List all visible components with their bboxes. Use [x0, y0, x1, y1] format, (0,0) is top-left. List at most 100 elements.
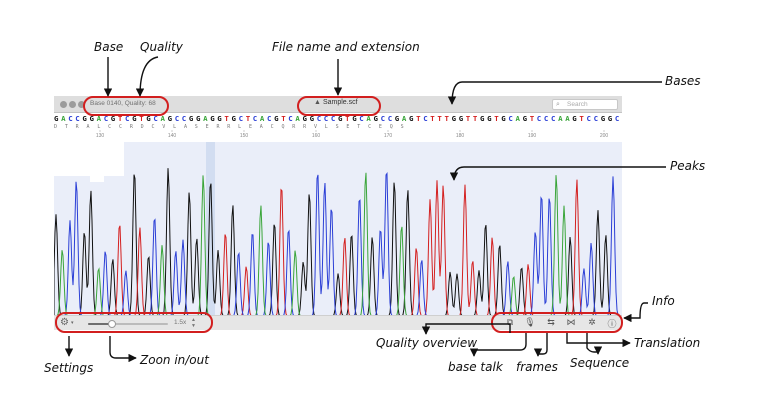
chevron-down-icon[interactable]: ▾: [71, 320, 74, 326]
base-letter[interactable]: C: [267, 114, 272, 123]
base-letter[interactable]: A: [259, 114, 265, 123]
sequence-icon[interactable]: ⋈: [566, 317, 576, 327]
base-letter[interactable]: G: [600, 114, 606, 123]
base-letter[interactable]: C: [330, 114, 336, 123]
base-letter[interactable]: C: [387, 114, 393, 123]
zoom-slider-thumb[interactable]: [108, 320, 116, 328]
base-letter[interactable]: C: [593, 114, 599, 123]
base-letter[interactable]: C: [252, 114, 258, 123]
base-letter[interactable]: T: [437, 114, 442, 123]
base-letter[interactable]: C: [174, 114, 180, 123]
base-letter[interactable]: C: [614, 114, 620, 123]
base-letter[interactable]: T: [224, 114, 229, 123]
base-letter[interactable]: G: [167, 114, 173, 123]
base-letter[interactable]: T: [494, 114, 499, 123]
base-letter[interactable]: A: [295, 114, 300, 123]
info-icon[interactable]: ⓘ: [607, 319, 617, 329]
base-letter[interactable]: G: [217, 114, 222, 123]
base-letter[interactable]: C: [68, 114, 73, 123]
base-letter[interactable]: C: [103, 114, 109, 123]
base-letter[interactable]: G: [607, 114, 613, 123]
base-letter[interactable]: G: [522, 114, 528, 123]
base-letter[interactable]: C: [181, 114, 187, 123]
base-letter[interactable]: C: [551, 114, 556, 123]
base-letter[interactable]: C: [543, 114, 549, 123]
base-letter[interactable]: C: [586, 114, 591, 123]
base-letter[interactable]: C: [323, 114, 329, 123]
base-letter[interactable]: G: [110, 114, 116, 123]
search-input[interactable]: ⌕ Search: [552, 99, 618, 110]
base-letter[interactable]: C: [423, 114, 428, 123]
base-letter[interactable]: T: [281, 114, 286, 123]
ruler-tick-label: 170: [384, 133, 393, 138]
base-letter[interactable]: T: [430, 114, 435, 123]
base-letter[interactable]: A: [366, 114, 371, 123]
ruler-tick-label: 130: [96, 133, 105, 138]
base-letter[interactable]: C: [316, 114, 322, 123]
zoom-window-button[interactable]: [78, 101, 85, 108]
base-letter[interactable]: G: [394, 114, 400, 123]
base-letter[interactable]: T: [444, 114, 449, 123]
base-letter[interactable]: G: [487, 114, 492, 123]
close-window-button[interactable]: [60, 101, 67, 108]
base-letter[interactable]: G: [572, 114, 577, 123]
base-letter[interactable]: T: [465, 114, 471, 123]
base-letter[interactable]: G: [302, 114, 307, 123]
base-letter[interactable]: T: [245, 114, 251, 123]
base-letter[interactable]: A: [203, 114, 208, 123]
base-letter[interactable]: G: [458, 114, 464, 123]
base-letter[interactable]: A: [96, 114, 102, 123]
base-letter[interactable]: C: [288, 114, 293, 123]
base-letter[interactable]: G: [132, 114, 137, 123]
base-letter[interactable]: A: [558, 114, 563, 123]
base-letter[interactable]: T: [529, 114, 535, 123]
base-letter[interactable]: T: [416, 114, 421, 123]
base-letter[interactable]: T: [472, 114, 478, 123]
quality-overview-icon[interactable]: ⧉: [506, 317, 514, 327]
base-letter[interactable]: C: [238, 114, 244, 123]
base-letter[interactable]: G: [309, 114, 315, 123]
base-letter[interactable]: A: [565, 114, 570, 123]
zoom-stepper[interactable]: ▲▼: [191, 317, 196, 329]
base-letter[interactable]: C: [125, 114, 130, 123]
base-letter[interactable]: A: [160, 114, 165, 123]
base-letter[interactable]: C: [359, 114, 364, 123]
base-letter[interactable]: G: [89, 114, 94, 123]
base-letter[interactable]: G: [501, 114, 506, 123]
base-letter[interactable]: G: [188, 114, 194, 123]
microphone-icon[interactable]: 🎙: [524, 317, 536, 327]
base-letter[interactable]: G: [82, 114, 87, 123]
translation-icon[interactable]: ✲: [588, 317, 596, 327]
arrow-sequence: [586, 333, 603, 355]
base-letter[interactable]: T: [117, 114, 123, 123]
chromatogram-peaks[interactable]: [54, 142, 622, 316]
base-letter[interactable]: G: [480, 114, 485, 123]
zoom-slider[interactable]: [88, 320, 168, 328]
base-letter[interactable]: G: [409, 114, 414, 123]
base-letter[interactable]: A: [61, 114, 66, 123]
base-letter[interactable]: G: [274, 114, 279, 123]
frames-icon[interactable]: ⇆: [547, 317, 555, 327]
base-letter[interactable]: C: [153, 114, 158, 123]
base-letter[interactable]: C: [380, 114, 386, 123]
gear-icon[interactable]: ⚙: [60, 317, 69, 328]
base-letter[interactable]: G: [54, 114, 59, 123]
base-letter[interactable]: C: [75, 114, 80, 123]
base-letter[interactable]: G: [373, 114, 378, 123]
base-letter[interactable]: G: [231, 114, 236, 123]
minimize-window-button[interactable]: [69, 101, 76, 108]
base-letter[interactable]: G: [451, 114, 457, 123]
base-letter[interactable]: T: [579, 114, 584, 123]
base-letter[interactable]: A: [401, 114, 407, 123]
base-letter[interactable]: T: [345, 114, 350, 123]
base-letter[interactable]: G: [146, 114, 151, 123]
base-letter[interactable]: C: [508, 114, 513, 123]
base-letter[interactable]: G: [338, 114, 343, 123]
base-letter[interactable]: G: [210, 114, 215, 123]
base-letter[interactable]: A: [515, 114, 520, 123]
base-letter[interactable]: G: [352, 114, 357, 123]
base-letter[interactable]: T: [139, 114, 144, 123]
base-letter[interactable]: G: [196, 114, 201, 123]
base-letter[interactable]: C: [536, 114, 542, 123]
